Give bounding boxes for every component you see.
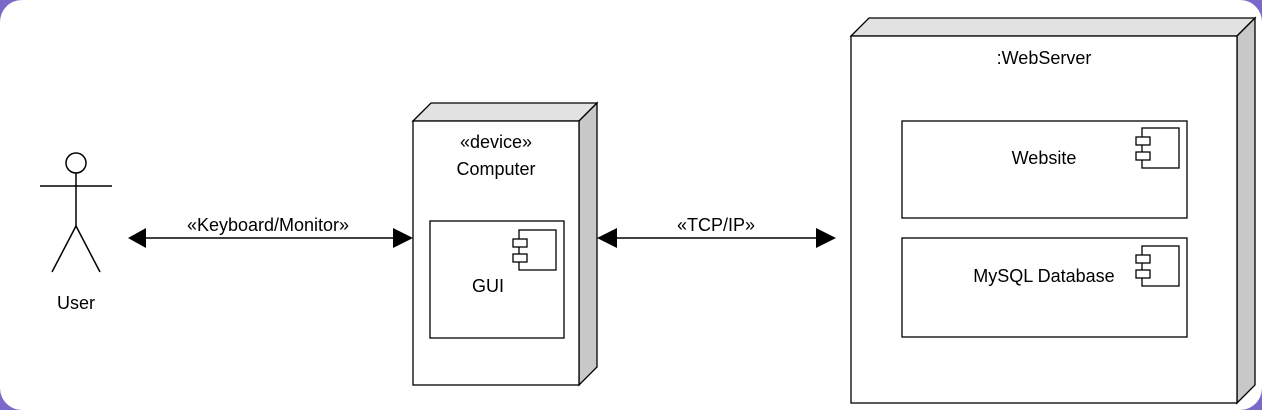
website-component-label: Website	[1012, 148, 1077, 168]
computer-node-side	[578, 101, 598, 387]
gui-component[interactable]	[429, 220, 565, 339]
component-icon	[1135, 127, 1180, 169]
arrowhead-left-icon	[128, 228, 146, 248]
webserver-node-top	[849, 17, 1257, 37]
connection-label-tcp-ip: «TCP/IP»	[677, 215, 755, 235]
arrowhead-right-icon	[816, 228, 836, 248]
mysql-component-label: MySQL Database	[973, 266, 1114, 286]
component-icon	[1135, 245, 1180, 287]
connection-tcp-ip[interactable]	[597, 228, 836, 248]
actor-label: User	[57, 293, 95, 313]
user-actor[interactable]	[40, 152, 112, 273]
gui-component-label: GUI	[472, 276, 504, 296]
connection-keyboard-monitor[interactable]	[128, 228, 413, 248]
webserver-node[interactable]	[849, 16, 1257, 405]
website-component[interactable]	[901, 120, 1188, 219]
connection-label-keyboard-monitor: «Keyboard/Monitor»	[187, 215, 349, 235]
component-icon	[512, 229, 557, 271]
arrowhead-left-icon	[597, 228, 617, 248]
actor-left-leg	[51, 225, 77, 273]
mysql-database-component[interactable]: MySQL Database	[901, 237, 1188, 338]
webserver-node-front	[850, 35, 1238, 404]
actor-head	[65, 152, 87, 174]
arrowhead-right-icon	[393, 228, 413, 248]
computer-stereotype: «device»	[460, 132, 532, 152]
actor-right-leg	[75, 225, 101, 273]
webserver-name: :WebServer	[997, 48, 1092, 68]
computer-node-top	[411, 102, 599, 122]
webserver-node-side	[1236, 16, 1256, 405]
computer-name: Computer	[456, 159, 535, 179]
